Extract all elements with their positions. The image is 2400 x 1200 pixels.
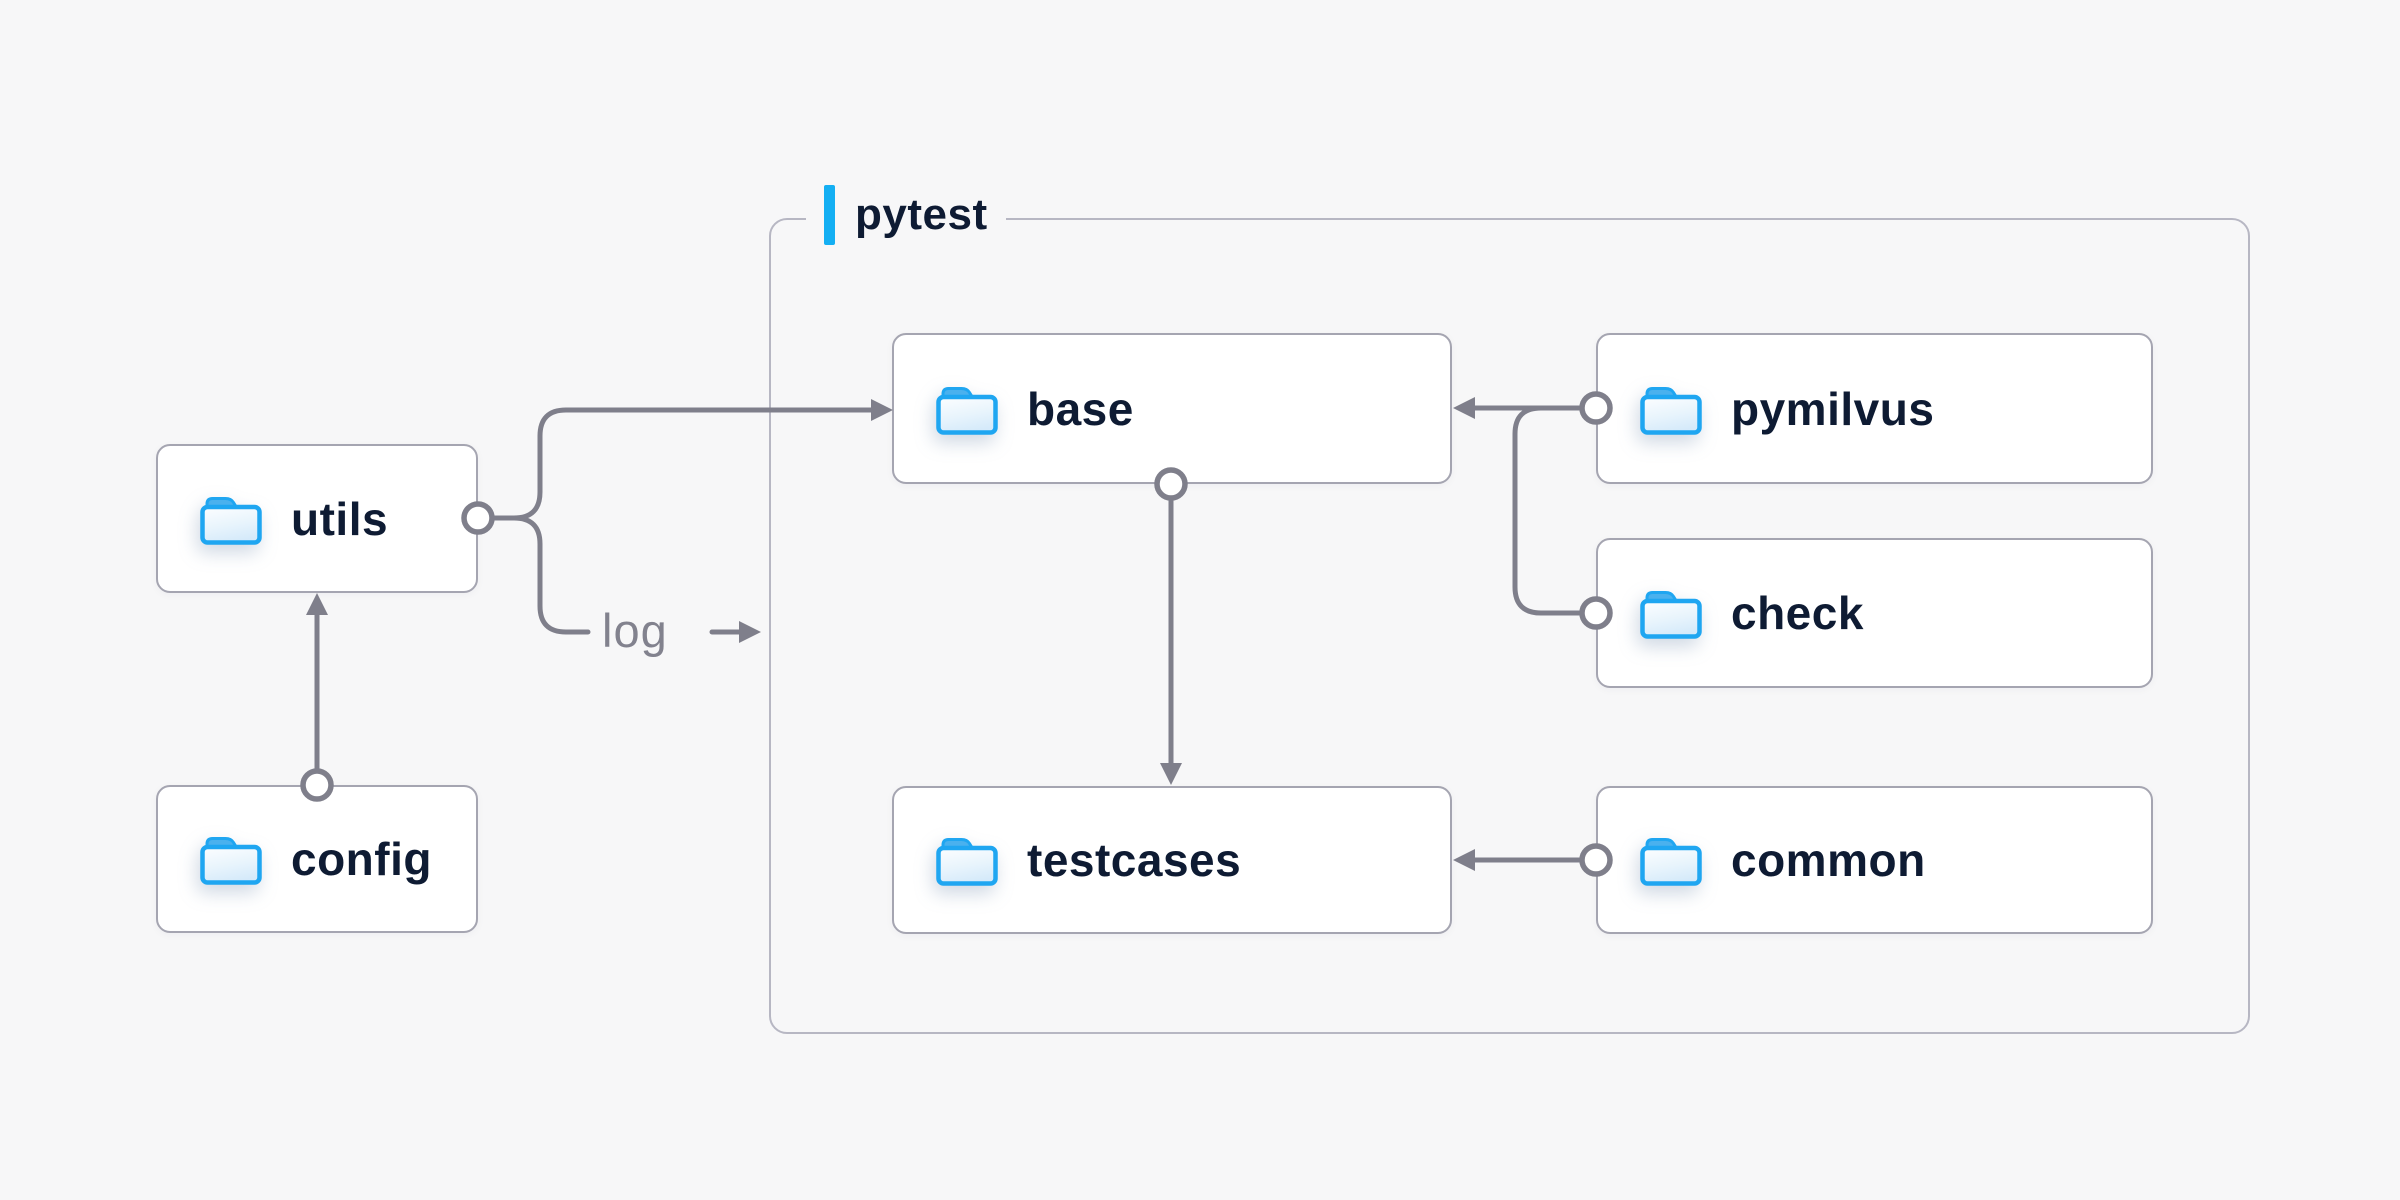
folder-icon xyxy=(934,381,1000,437)
arrowhead-icon xyxy=(739,621,761,643)
folder-icon xyxy=(934,832,1000,888)
node-base-label: base xyxy=(1027,382,1134,435)
arrowhead-icon xyxy=(306,593,328,615)
folder-icon xyxy=(1638,832,1704,888)
node-pymilvus-label: pymilvus xyxy=(1731,382,1935,435)
node-config: config xyxy=(156,785,478,933)
node-config-label: config xyxy=(291,833,432,885)
folder-icon xyxy=(1638,585,1704,641)
pytest-group-label: pytest xyxy=(806,183,1006,247)
node-utils-label: utils xyxy=(291,492,389,545)
node-testcases-label: testcases xyxy=(1027,834,1242,886)
pytest-group-box xyxy=(769,218,2250,1034)
folder-icon xyxy=(198,831,264,887)
folder-icon xyxy=(1638,381,1704,437)
node-utils: utils xyxy=(156,444,478,593)
node-base: base xyxy=(892,333,1452,484)
node-check: check xyxy=(1596,538,2153,688)
folder-icon xyxy=(198,491,264,547)
node-check-label: check xyxy=(1731,587,1864,639)
pytest-group-title: pytest xyxy=(855,190,988,239)
edge-label-log: log xyxy=(602,604,668,657)
node-pymilvus: pymilvus xyxy=(1596,333,2153,484)
node-common: common xyxy=(1596,786,2153,934)
node-testcases: testcases xyxy=(892,786,1452,934)
accent-bar-icon xyxy=(824,185,835,245)
edge-config-utils xyxy=(306,593,328,788)
node-common-label: common xyxy=(1731,834,1926,886)
